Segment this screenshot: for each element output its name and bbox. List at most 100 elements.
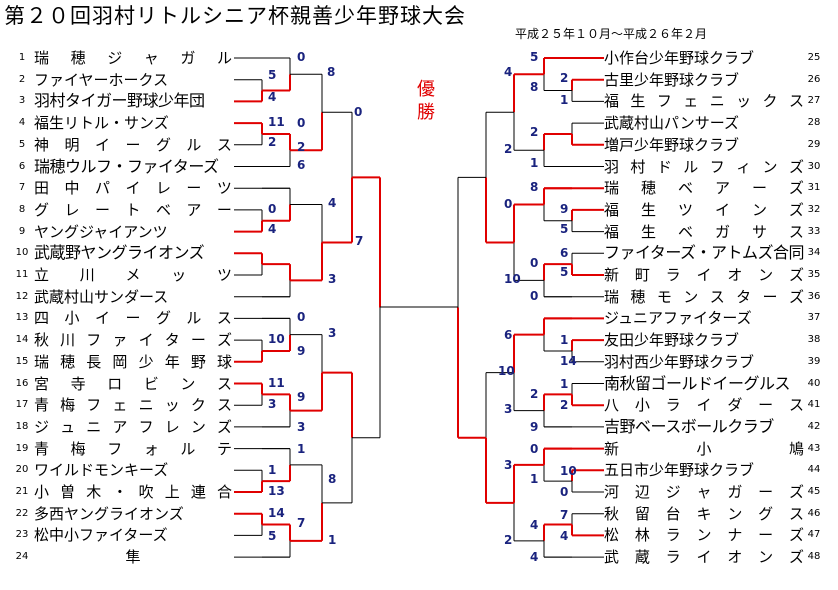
score-value: 4: [530, 518, 539, 532]
score-value: 1: [328, 533, 337, 547]
team-name: 宮寺ロビンス: [34, 374, 232, 393]
score-value: 9: [297, 390, 306, 404]
score-value: 3: [504, 402, 513, 416]
score-value: 3: [328, 272, 337, 286]
team-name: 神明イーグルス: [34, 135, 232, 154]
team-number: 38: [807, 334, 821, 346]
score-value: 4: [504, 65, 513, 79]
score-value: 10: [268, 332, 285, 346]
team-number: 46: [807, 507, 821, 519]
score-value: 8: [327, 65, 336, 79]
team-name: 武蔵村山サンダース: [34, 287, 169, 306]
team-number: 42: [807, 420, 821, 432]
score-value: 1: [560, 377, 569, 391]
score-value: 8: [328, 472, 337, 486]
score-value: 2: [530, 387, 539, 401]
team-name: 瑞穂ジャガル: [34, 49, 232, 67]
score-value: 6: [504, 328, 513, 342]
score-value: 7: [560, 508, 569, 522]
score-value: 2: [504, 533, 513, 547]
team-name: 四小イーグルス: [34, 309, 232, 328]
score-value: 5: [560, 222, 569, 236]
score-value: 5: [530, 50, 539, 64]
score-value: 11: [268, 376, 285, 390]
team-name: ジュニアファイターズ: [604, 309, 752, 328]
team-number: 28: [807, 117, 821, 129]
team-name: 福生ツインズ: [604, 200, 804, 219]
team-name: 福生フェニックス: [604, 92, 804, 111]
team-number: 22: [15, 507, 29, 519]
team-number: 14: [15, 334, 29, 346]
team-number: 44: [807, 464, 821, 476]
team-name: 秋川ファイターズ: [34, 331, 232, 350]
team-number: 45: [807, 486, 821, 497]
team-number: 39: [807, 355, 821, 367]
team-name: ジュニアフレンズ: [34, 417, 232, 436]
score-value: 9: [530, 420, 539, 434]
champion-label: 優勝: [417, 79, 435, 123]
team-number: 6: [18, 160, 26, 172]
score-value: 3: [328, 326, 337, 340]
team-name: 新町ライオンズ: [604, 266, 804, 284]
team-name: 河辺ジャガーズ: [604, 483, 804, 501]
team-number: 24: [15, 551, 29, 563]
team-number: 43: [807, 442, 821, 454]
team-number: 3: [18, 95, 26, 107]
score-value: 9: [560, 202, 569, 216]
score-value: 8: [530, 180, 539, 194]
score-value: 2: [504, 142, 513, 156]
score-value: 1: [530, 156, 539, 170]
score-value: 14: [560, 354, 577, 368]
score-value: 0: [297, 116, 306, 130]
score-value: 0: [354, 105, 363, 119]
team-name: 新小鳩: [604, 439, 804, 458]
team-name: 秋留台キングス: [604, 504, 804, 523]
team-name: 福生リトル・サンズ: [34, 114, 169, 133]
score-value: 1: [560, 93, 569, 107]
team-number: 11: [15, 269, 29, 280]
tournament-dates: 平成２５年１０月～平成２６年２月: [515, 27, 708, 41]
score-value: 2: [297, 140, 306, 154]
team-number: 13: [15, 312, 29, 324]
team-name: 瑞穂モンスターズ: [604, 287, 804, 306]
team-name: ヤングジャイアンツ: [34, 222, 168, 241]
team-number: 8: [18, 203, 26, 215]
team-number: 23: [15, 529, 29, 541]
score-value: 7: [355, 234, 364, 248]
score-value: 4: [268, 222, 277, 236]
team-name: 武蔵野ヤングライオンズ: [34, 243, 205, 263]
team-name: 瑞穂長岡少年野球: [34, 352, 232, 371]
team-name: 多西ヤングライオンズ: [34, 504, 184, 523]
score-value: 0: [504, 197, 513, 211]
team-name: 五日市少年野球クラブ: [604, 461, 755, 480]
team-number: 18: [15, 420, 29, 432]
team-name: 福生ベガサス: [604, 222, 804, 241]
score-value: 13: [268, 484, 285, 498]
team-name: 小曽木・吹上連合: [34, 483, 232, 501]
team-number: 27: [807, 95, 821, 107]
team-number: 9: [18, 225, 26, 237]
score-value: 0: [268, 202, 277, 216]
score-value: 3: [297, 420, 306, 434]
score-value: 0: [297, 50, 306, 64]
score-value: 0: [530, 289, 539, 303]
team-number: 1: [18, 52, 26, 63]
score-value: 10: [504, 272, 521, 286]
team-name: 羽村ドルフィンズ: [604, 157, 804, 176]
score-value: 6: [297, 158, 306, 172]
team-name: 青梅フェニックス: [34, 396, 232, 415]
team-number: 32: [807, 203, 821, 215]
score-value: 1: [268, 463, 277, 477]
team-name: 松林ランナーズ: [604, 526, 804, 545]
score-value: 2: [530, 125, 539, 139]
team-number: 48: [807, 551, 821, 563]
score-value: 6: [560, 246, 569, 260]
team-name: ファイターズ・アトムズ合同: [604, 243, 805, 263]
score-value: 0: [560, 485, 569, 499]
score-value: 11: [268, 115, 285, 129]
score-value: 5: [560, 265, 569, 279]
score-value: 8: [530, 80, 539, 94]
team-number: 31: [807, 182, 821, 194]
team-name: 南秋留ゴールドイーグルス: [604, 373, 791, 393]
